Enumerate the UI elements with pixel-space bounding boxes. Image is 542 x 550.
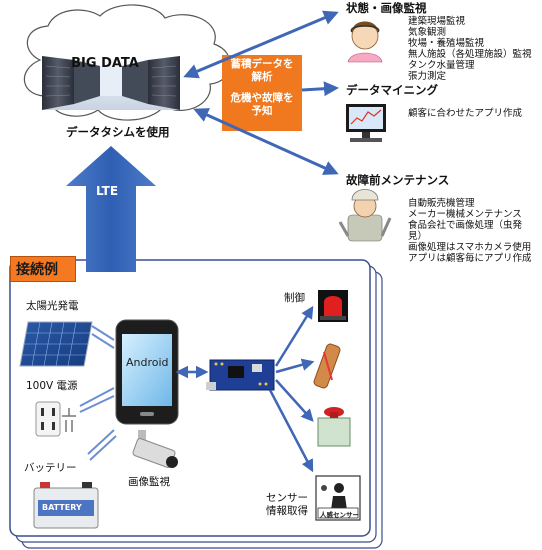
- service-list-data-mining: 顧客に合わせたアプリ作成: [408, 108, 522, 119]
- list-item: 食品会社で画像処理（虫発: [408, 220, 523, 231]
- camera-label: 画像監視: [128, 476, 170, 488]
- analysis-box: 蓄積データを 解析 危機や故障を 予知: [222, 58, 302, 118]
- battery-text: BATTERY: [42, 503, 82, 512]
- list-item: タンク水量管理: [408, 60, 475, 71]
- list-item: 顧客に合わせたアプリ作成: [408, 108, 523, 119]
- operator-illustration: [347, 21, 383, 63]
- maintenance-worker-illustration: [338, 189, 392, 242]
- list-item: 見）: [408, 231, 428, 242]
- service-title-monitoring: 状態・画像監視: [346, 1, 427, 15]
- list-item: 無人施設（各処理施設）監視: [408, 49, 532, 60]
- service-title-maintenance: 故障前メンテナンス: [346, 173, 450, 187]
- battery-label: バッテリー: [24, 462, 77, 474]
- list-item: 張力測定: [408, 71, 447, 82]
- outlet-illustration: [35, 401, 76, 437]
- analysis-line-4: 予知: [251, 105, 273, 117]
- list-item: 牧場・養殖場監視: [408, 38, 485, 49]
- list-item: アプリは顧客毎にアプリ作成: [408, 253, 532, 264]
- siren-illustration: [318, 290, 348, 322]
- thermometer-illustration: [313, 343, 341, 389]
- sensor-label-line1: センサー: [266, 492, 308, 504]
- button-box-illustration: [317, 407, 351, 447]
- lte-arrow: [66, 146, 156, 272]
- list-item: メーカー機械メンテナンス: [408, 209, 522, 220]
- list-item: 画像処理はスマホカメラ使用: [408, 242, 532, 253]
- list-item: 自動販売機管理: [408, 198, 475, 209]
- analysis-line-2: 解析: [251, 71, 273, 83]
- cloud-subtitle: データタシムを使用: [66, 125, 170, 139]
- lte-label: LTE: [96, 184, 119, 198]
- phone-illustration: [115, 319, 179, 425]
- control-label: 制御: [284, 292, 305, 304]
- solar-panel-illustration: [19, 321, 93, 367]
- connection-title-badge: [10, 256, 76, 282]
- sensor-label-line2: 情報取得: [266, 505, 308, 517]
- service-list-monitoring: 建築現場監視 気象観測 牧場・養殖場監視 無人施設（各処理施設）監視 タンク水量…: [408, 16, 532, 82]
- phone-os-label: Android: [126, 356, 169, 369]
- sensor-illustration: [315, 475, 361, 521]
- server-room-image: [42, 56, 180, 110]
- service-list-maintenance: 自動販売機管理 メーカー機械メンテナンス 食品会社で画像処理（虫発 見） 画像処…: [408, 198, 532, 264]
- list-item: 建築現場監視: [408, 16, 466, 27]
- solar-label: 太陽光発電: [26, 300, 79, 312]
- connection-frame: [9, 259, 371, 537]
- ac-power-label: 100V 電源: [26, 380, 78, 392]
- analysis-line-3: 危機や故障を: [230, 92, 294, 104]
- service-title-data-mining: データマイニング: [346, 83, 438, 97]
- circuit-board-illustration: [206, 359, 275, 391]
- data-mining-illustration: [346, 104, 386, 142]
- cloud-title: BIG DATA: [71, 56, 139, 71]
- camera-illustration: [132, 430, 178, 468]
- list-item: 気象観測: [408, 27, 447, 38]
- analysis-line-1: 蓄積データを: [230, 58, 294, 70]
- connection-title: 接続例: [16, 262, 58, 278]
- sensor-badge: 人感センサー: [320, 511, 359, 519]
- battery-illustration: [33, 482, 99, 529]
